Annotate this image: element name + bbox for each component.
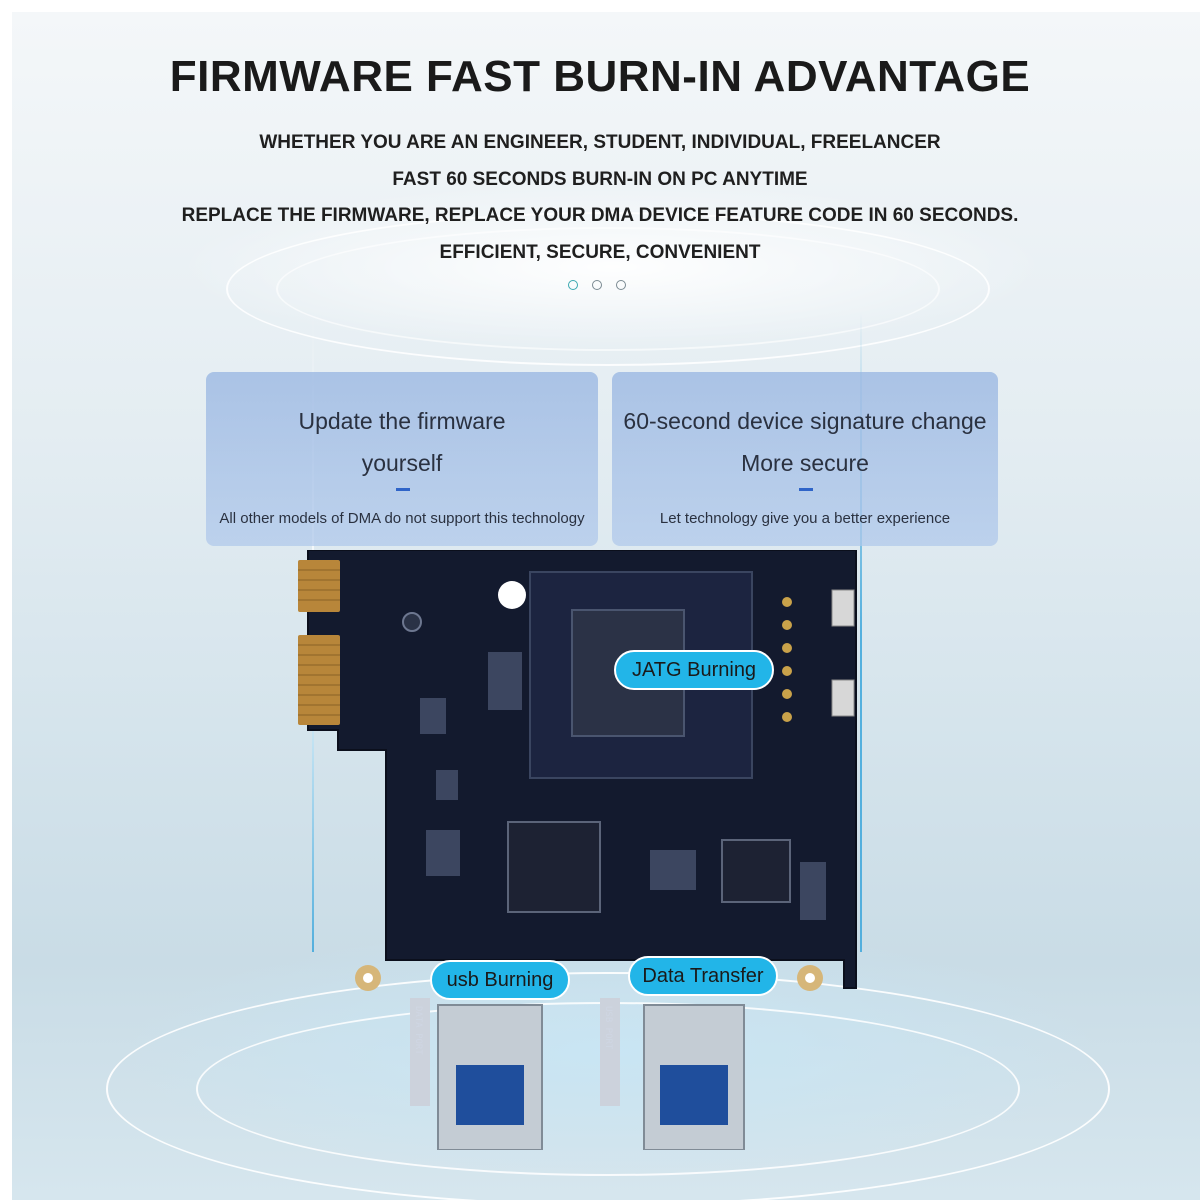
- card-title-line-1: Update the firmware: [298, 408, 506, 434]
- pcie-gold-contacts: [298, 560, 340, 725]
- subtitle-line-4: EFFICIENT, SECURE, CONVENIENT: [439, 242, 761, 263]
- subtitle-line-3: REPLACE THE FIRMWARE, REPLACE YOUR DMA D…: [181, 205, 1019, 226]
- jtag-pin-header: [782, 597, 792, 722]
- carousel-dot[interactable]: [616, 280, 626, 290]
- card-note: All other models of DMA do not support t…: [219, 510, 585, 527]
- button-switch: [831, 589, 855, 627]
- carousel-dot[interactable]: [592, 280, 602, 290]
- card-divider: [799, 488, 813, 491]
- button-switch: [831, 679, 855, 717]
- decor-ring: [226, 212, 990, 366]
- pcb-board-illustration: DATA PORT USB PORT: [298, 550, 857, 1150]
- card-note: Let technology give you a better experie…: [659, 510, 951, 527]
- usb-port-insert: [456, 1065, 524, 1125]
- silkscreen-left-port: DATA PORT: [413, 1006, 423, 1055]
- subtitle-line-1: WHETHER YOU ARE AN ENGINEER, STUDENT, IN…: [259, 132, 941, 153]
- usb-controller-chip: [507, 821, 601, 913]
- card-title-line-2: yourself: [361, 450, 443, 476]
- decor-ring: [276, 227, 940, 351]
- callout-usb-burning: usb Burning: [430, 960, 570, 1000]
- mounting-hole: [498, 581, 526, 609]
- callout-jtag-burning: JATG Burning: [614, 650, 774, 690]
- card-title-line-2: More secure: [741, 450, 869, 476]
- card-title-line-1: 60-second device signature change: [623, 408, 987, 434]
- carousel-dot[interactable]: [568, 280, 578, 290]
- card-divider: [396, 488, 410, 491]
- feature-card-signature: 60-second device signature change More s…: [612, 372, 998, 546]
- carousel-dots: [568, 280, 626, 290]
- feature-card-update: Update the firmware yourself All other m…: [206, 372, 598, 546]
- decor-ring: [106, 972, 1110, 1200]
- subtitle-line-2: FAST 60 SECONDS BURN-IN ON PC ANYTIME: [392, 169, 808, 190]
- page-title: FIRMWARE FAST BURN-IN ADVANTAGE: [169, 52, 1031, 101]
- bridge-chip: [721, 839, 791, 903]
- silkscreen-right-port: USB PORT: [603, 1006, 613, 1050]
- decor-glass-edge: [860, 312, 862, 952]
- callout-data-transfer: Data Transfer: [628, 956, 778, 996]
- usb-port-insert: [660, 1065, 728, 1125]
